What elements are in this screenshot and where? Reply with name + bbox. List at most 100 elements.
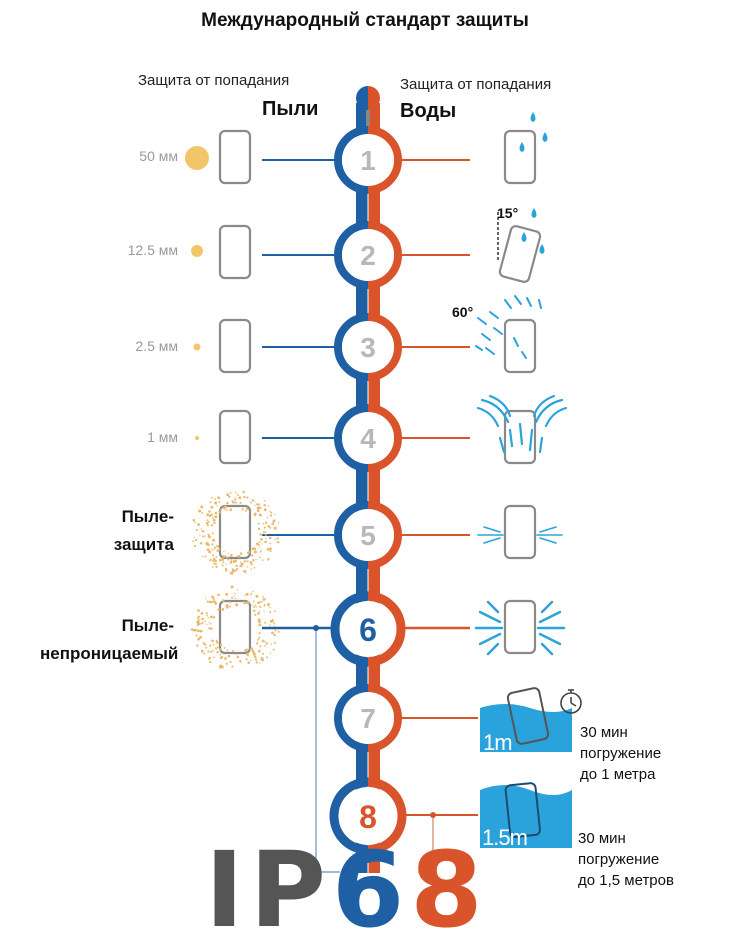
dust-dot — [258, 541, 261, 544]
dust-dot — [196, 619, 200, 623]
dust-dot — [253, 550, 257, 554]
level-number-5: 5 — [360, 520, 376, 551]
dust-dot — [202, 642, 205, 645]
dust-dot — [273, 526, 277, 530]
dust-dot — [224, 567, 228, 571]
dust-dot — [270, 643, 272, 645]
jets-5 — [477, 526, 563, 544]
dust-dot — [221, 564, 224, 567]
dust-dot — [273, 641, 276, 644]
dust-dot — [212, 597, 215, 600]
dust-dot — [253, 500, 255, 502]
spine — [356, 86, 380, 873]
dust-dot — [254, 604, 257, 607]
dust-dot — [254, 504, 256, 506]
ip68-rating: IP68 — [205, 829, 489, 951]
dust-dot — [257, 522, 260, 525]
ip-prefix: IP — [205, 829, 332, 951]
dust-dot — [218, 608, 221, 610]
ip-bracket-water — [418, 812, 436, 873]
dust-dot — [269, 606, 271, 609]
dust-dot — [255, 643, 258, 645]
dust-dot — [249, 593, 252, 596]
dust-dot — [259, 662, 261, 664]
dust-dot — [225, 555, 227, 557]
dust-dot — [204, 620, 206, 623]
dust-dot — [220, 665, 224, 669]
dust-dot — [271, 631, 274, 635]
dust-dot — [264, 621, 267, 624]
dust-dot — [211, 532, 214, 535]
particle-12mm — [191, 245, 203, 257]
dust-dot — [214, 501, 218, 505]
dust-dot — [266, 656, 269, 659]
angle-60-label: 60° — [452, 304, 474, 320]
dust-dot — [207, 617, 209, 619]
dust-dot — [228, 495, 231, 498]
dust-dot — [201, 529, 205, 533]
dust-dot — [258, 636, 261, 639]
dust-dot — [219, 653, 222, 656]
dust-dot — [264, 597, 267, 600]
dust-dot — [258, 503, 260, 506]
dust-dot — [210, 497, 213, 499]
dust-dot — [257, 544, 260, 547]
dust-dot — [236, 653, 238, 655]
dust-dot — [201, 617, 204, 621]
dust-dot — [231, 568, 234, 571]
dust-dot — [258, 623, 262, 627]
dust-dot — [245, 658, 248, 661]
dust-dot — [200, 505, 204, 509]
dust-dot — [225, 563, 227, 565]
dust-dot — [250, 509, 252, 512]
dust-dot — [260, 550, 263, 552]
dust-dot — [269, 652, 272, 654]
dust-dot — [261, 658, 264, 662]
dust-dot — [215, 565, 218, 569]
dust-dot — [231, 665, 234, 668]
dust-dot — [212, 518, 216, 522]
dust-label-5: Пыле- защита — [78, 503, 174, 559]
dust-dot — [232, 501, 235, 504]
ip-bracket-dust — [313, 625, 340, 873]
dust-dot — [276, 541, 279, 543]
dust-dot — [261, 640, 264, 643]
dust-dot — [219, 664, 222, 667]
dust-dot — [259, 610, 261, 612]
dust-dot — [257, 527, 261, 531]
dust-dot — [215, 639, 218, 642]
dust-dot — [236, 655, 240, 659]
dust-dot — [227, 654, 231, 658]
dust-dot — [199, 629, 202, 633]
dust-dot — [262, 596, 264, 598]
immersion-1-5m — [480, 782, 572, 848]
dust-dot — [236, 555, 238, 557]
dust-dot — [211, 554, 215, 557]
dust-dot — [267, 505, 270, 507]
dust-dot — [244, 509, 247, 512]
dust-dot — [227, 556, 230, 558]
dust-dot — [213, 599, 216, 602]
dust-dot — [234, 501, 237, 504]
dust-dot — [260, 621, 262, 624]
spray-60 — [475, 295, 542, 359]
dust-dot — [250, 660, 252, 662]
dust-dot — [218, 501, 221, 504]
dust-dot — [212, 557, 216, 561]
dust-dot — [218, 511, 221, 514]
dust-dot — [251, 648, 254, 651]
dust-dot — [269, 624, 271, 626]
dust-dot — [255, 503, 258, 506]
dust-dot — [230, 559, 233, 561]
particle-2mm — [193, 343, 201, 351]
dust-dot — [219, 558, 222, 562]
water-drops — [519, 112, 548, 254]
dust-dot — [235, 567, 239, 571]
dust-dot — [255, 542, 259, 546]
dust-dot — [205, 597, 207, 600]
dust-dot — [215, 563, 218, 565]
dust-dot — [221, 608, 225, 611]
dust-dot — [231, 596, 234, 599]
dust-dot — [269, 510, 271, 513]
dust-dot — [211, 566, 214, 568]
